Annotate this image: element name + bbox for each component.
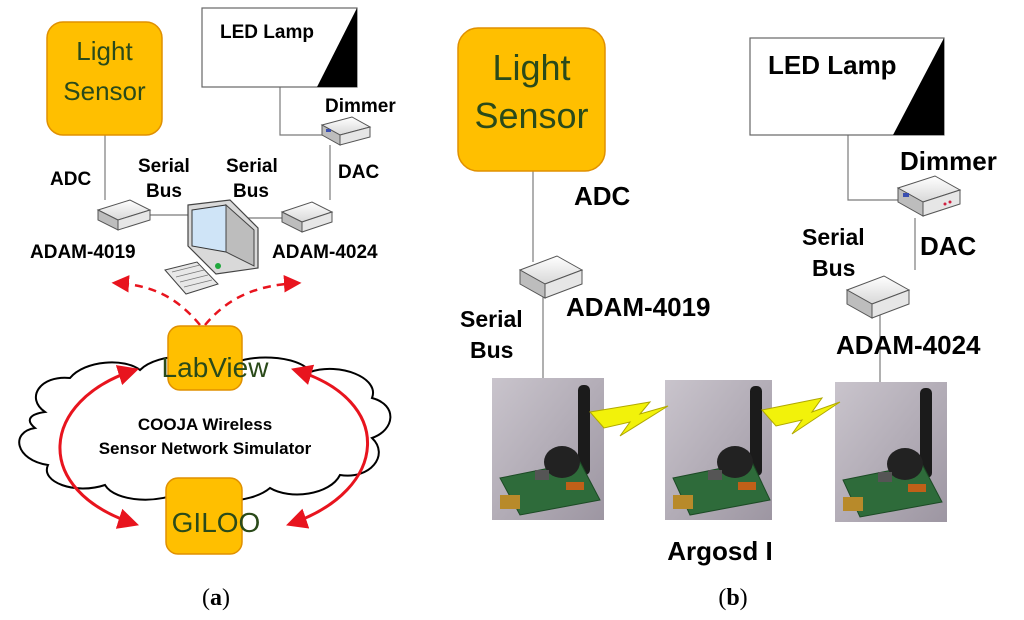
sensor-node-3 [835,382,947,522]
dimmer-label-b: Dimmer [900,146,997,176]
caption-a: (a) [202,585,230,611]
led-lamp-box-a: LED Lamp [201,7,358,88]
light-sensor-box-b: Light Sensor [457,27,606,172]
serial-bus-label-right-a-line2: Bus [233,181,269,202]
light-sensor-label-line2: Sensor [63,76,146,106]
wireless-link-icon-2 [761,397,841,435]
adam-4024-label-b: ADAM-4024 [836,330,981,360]
adam-4019-device-a [96,199,152,231]
serial-bus-label-left-b-line1: Serial [460,306,523,332]
dimmer-device-b [896,175,962,217]
giloo-box: GILOO [165,477,261,555]
adam-4019-label-a: ADAM-4019 [30,242,136,263]
serial-bus-label-left-b-line2: Bus [470,337,513,363]
labview-link-arrows [111,275,302,326]
simulation-loop-arrows [58,364,369,529]
dimmer-label-a: Dimmer [325,96,396,117]
serial-bus-label-right-b-line2: Bus [812,255,855,281]
serial-bus-label-right-b-line1: Serial [802,224,865,250]
serial-bus-label-right-a-line1: Serial [226,156,278,177]
labview-label: LabView [162,352,270,383]
light-sensor-label-b-line2: Sensor [474,95,588,136]
adam-4019-label-b: ADAM-4019 [566,292,711,322]
led-lamp-box-b: LED Lamp [749,37,945,136]
computer-icon [164,199,259,295]
sensor-node-1 [492,378,604,520]
adc-label-b: ADC [574,181,631,211]
serial-bus-label-left-a-line2: Bus [146,181,182,202]
cooja-label-line1: COOJA Wireless [138,415,272,434]
light-sensor-label-line1: Light [76,36,133,66]
light-sensor-box-a: Light Sensor [46,21,163,136]
dimmer-device-a [320,116,372,146]
dac-label-b: DAC [920,231,977,261]
panel-b: Light Sensor ADC LED Lamp Dimmer DAC Ser… [457,27,997,611]
led-lamp-label-b: LED Lamp [768,50,897,80]
adam-4024-device-b [845,275,911,319]
cooja-label-line2: Sensor Network Simulator [99,439,312,458]
led-lamp-label: LED Lamp [220,22,314,43]
adam-4024-label-a: ADAM-4024 [272,242,378,263]
light-sensor-label-b-line1: Light [492,47,570,88]
giloo-label: GILOO [172,507,261,538]
panel-a: Light Sensor LED Lamp Dimmer DAC ADC Ser… [18,7,396,611]
wireless-link-icon-1 [589,401,669,437]
argosd-label: Argosd I [667,536,772,566]
caption-b: (b) [718,585,747,611]
adam-4019-device-b [518,255,584,299]
labview-box: LabView [162,325,270,391]
adc-label-a: ADC [50,169,91,190]
sensor-node-2 [665,380,772,520]
serial-bus-label-left-a-line1: Serial [138,156,190,177]
adam-4024-device-a [280,201,334,233]
dac-label-a: DAC [338,162,379,183]
